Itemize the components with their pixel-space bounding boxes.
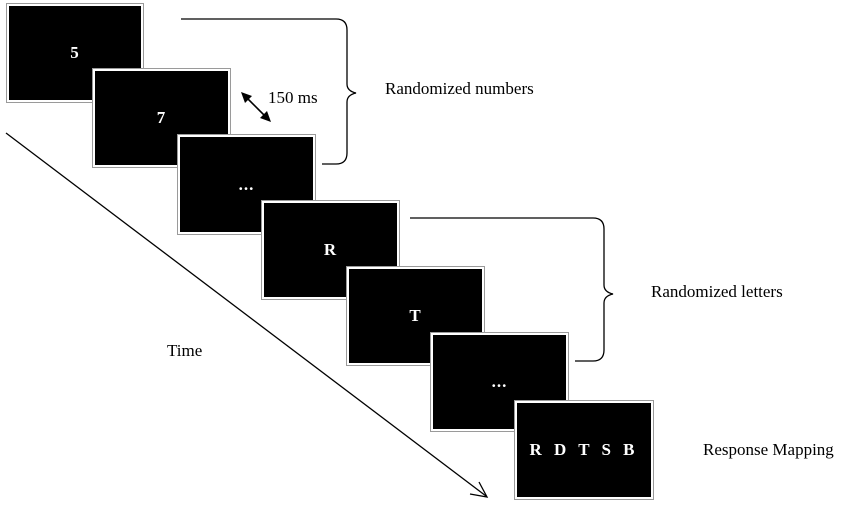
interval-label: 150 ms <box>268 88 318 107</box>
stimulus-text: R <box>323 240 338 259</box>
numbers-group-label: Randomized numbers <box>385 79 534 98</box>
numbers-bracket <box>181 18 357 165</box>
stimulus-text: 5 <box>70 43 80 62</box>
stimulus-text: ... <box>238 174 255 194</box>
letters-bracket <box>410 217 614 362</box>
response-label: Response Mapping <box>703 440 834 459</box>
interval-double-arrow <box>241 92 271 122</box>
stimulus-screen-1: 5 <box>7 4 143 102</box>
response-letters: R D T S B <box>529 440 639 459</box>
stimulus-text: 7 <box>156 108 167 127</box>
response-screen: R D T S B <box>515 401 653 499</box>
stimulus-text: T <box>409 306 422 325</box>
time-axis-label: Time <box>167 341 203 360</box>
stimulus-text: ... <box>491 372 508 391</box>
letters-group-label: Randomized letters <box>651 282 783 301</box>
